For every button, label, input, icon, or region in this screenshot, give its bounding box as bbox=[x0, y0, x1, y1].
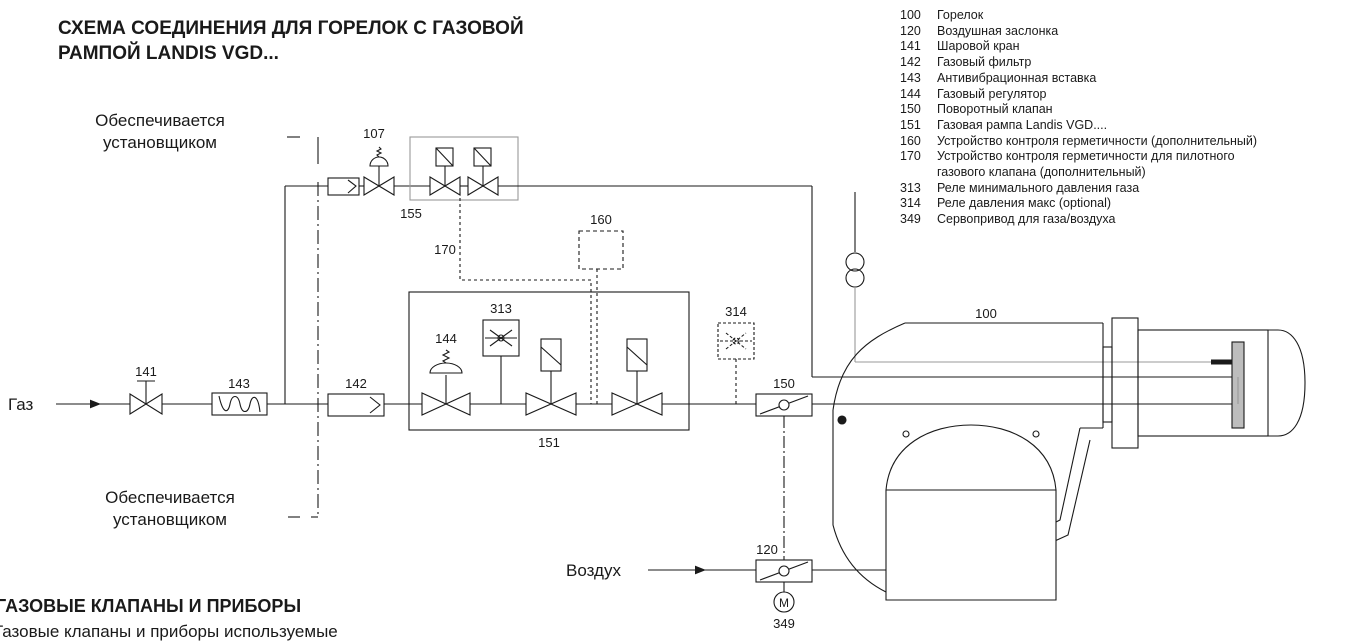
label-107: 107 bbox=[363, 126, 385, 141]
main-solenoid-valve-icon bbox=[525, 338, 577, 416]
legend-code: 349 bbox=[900, 212, 921, 227]
legend-row: 150 Поворотный клапан bbox=[900, 102, 1355, 118]
legend-row: 349 Сервопривод для газа/воздуха bbox=[900, 212, 1355, 228]
label-150: 150 bbox=[773, 376, 795, 391]
installer-note-top-line-2: установщиком bbox=[103, 133, 217, 152]
legend-code: 142 bbox=[900, 55, 921, 70]
legend-label: Шаровой кран bbox=[937, 39, 1020, 54]
legend-row: 141 Шаровой кран bbox=[900, 39, 1355, 55]
butterfly-valve-150-icon bbox=[755, 393, 813, 417]
title-line-1: СХЕМА СОЕДИНЕНИЯ ДЛЯ ГОРЕЛОК С ГАЗОВОЙ bbox=[58, 18, 524, 39]
gas-train-151-box bbox=[408, 291, 690, 431]
legend-row: 314 Реле давления макс (optional) bbox=[900, 196, 1355, 212]
label-170: 170 bbox=[434, 242, 456, 257]
pilot-filter-icon bbox=[327, 177, 360, 196]
pilot-solenoid-valve-icon bbox=[429, 147, 461, 196]
legend-row: 160 Устройство контроля герметичности (до… bbox=[900, 134, 1355, 150]
legend-row: 151 Газовая рампа Landis VGD.... bbox=[900, 118, 1355, 134]
motor-label: M bbox=[779, 596, 789, 610]
legend-row: 143 Антивибрационная вставка bbox=[900, 71, 1355, 87]
legend-code: 151 bbox=[900, 117, 921, 132]
max-pressure-switch-314-icon bbox=[717, 322, 755, 360]
legend-row: 144 Газовый регулятор bbox=[900, 87, 1355, 103]
air-damper-120-icon bbox=[755, 559, 813, 583]
title-line-2: РАМПОЙ LANDIS VGD... bbox=[58, 43, 279, 64]
label-144: 144 bbox=[435, 331, 457, 346]
installer-note-bottom-line-2: установщиком bbox=[113, 510, 227, 529]
legend-row: 313 Реле минимального давления газа bbox=[900, 181, 1355, 197]
installer-note-top: Обеспечивается установщиком bbox=[50, 110, 270, 154]
leak-test-170-line bbox=[459, 192, 592, 404]
legend-row: 142 Газовый фильтр bbox=[900, 55, 1355, 71]
leak-tester-160-icon bbox=[578, 230, 624, 270]
legend-label: Устройство контроля герметичности (допол… bbox=[937, 133, 1258, 148]
servo-motor-349-icon bbox=[773, 591, 795, 613]
legend-label: Устройство контроля герметичности для пи… bbox=[937, 149, 1235, 164]
anti-vibration-joint-143-icon bbox=[211, 392, 268, 416]
label-120: 120 bbox=[756, 542, 778, 557]
gas-regulator-144-icon bbox=[421, 349, 471, 416]
component-legend: 100 Горелок 120 Воздушная заслонка 141 Шаро… bbox=[900, 8, 1355, 228]
pilot-solenoid-valve-icon bbox=[467, 147, 499, 196]
ball-valve-141-icon bbox=[129, 380, 163, 415]
legend-row: 170 Устройство контроля герметичности для… bbox=[900, 149, 1355, 165]
label-151: 151 bbox=[538, 435, 560, 450]
section-text: Газовые клапаны и приборы используемые bbox=[0, 622, 338, 641]
installer-note-top-line-1: Обеспечивается bbox=[95, 111, 225, 130]
legend-label: Газовая рампа Landis VGD.... bbox=[937, 117, 1108, 132]
label-313: 313 bbox=[490, 301, 512, 316]
gas-inlet-label: Газ bbox=[8, 395, 34, 414]
installer-note-bottom: Обеспечивается установщиком bbox=[60, 487, 280, 531]
label-155: 155 bbox=[400, 206, 422, 221]
legend-code: 314 bbox=[900, 196, 921, 211]
legend-code: 144 bbox=[900, 86, 921, 101]
legend-row: газового клапана (дополнительный) bbox=[900, 165, 1355, 181]
legend-code: 100 bbox=[900, 8, 921, 22]
legend-code: 170 bbox=[900, 149, 921, 164]
legend-code: 313 bbox=[900, 180, 921, 195]
min-pressure-switch-313-icon bbox=[482, 319, 520, 357]
legend-row: 120 Воздушная заслонка bbox=[900, 24, 1355, 40]
diagram-title: СХЕМА СОЕДИНЕНИЯ ДЛЯ ГОРЕЛОК С ГАЗОВОЙ Р… bbox=[58, 16, 698, 66]
ignition-transformer-icon bbox=[845, 252, 865, 272]
pilot-valve-group-155 bbox=[409, 136, 519, 201]
section-title: ГАЗОВЫЕ КЛАПАНЫ И ПРИБОРЫ bbox=[0, 596, 302, 616]
legend-label: Сервопривод для газа/воздуха bbox=[937, 212, 1116, 227]
installer-note-bottom-line-1: Обеспечивается bbox=[105, 488, 235, 507]
legend-code: 143 bbox=[900, 70, 921, 85]
label-314: 314 bbox=[725, 304, 747, 319]
label-100: 100 bbox=[975, 306, 997, 321]
label-142: 142 bbox=[345, 376, 367, 391]
legend-label: Реле давления макс (optional) bbox=[937, 196, 1112, 211]
legend-label: Горелок bbox=[937, 8, 984, 22]
pilot-regulator-107-icon bbox=[363, 146, 395, 196]
label-349: 349 bbox=[773, 616, 795, 631]
legend-label: Воздушная заслонка bbox=[937, 23, 1059, 38]
legend-code: 150 bbox=[900, 102, 921, 117]
legend-code: 141 bbox=[900, 39, 921, 54]
legend-label: Газовый фильтр bbox=[937, 55, 1032, 70]
burner-100-icon bbox=[832, 317, 1306, 601]
legend-row: 100 Горелок bbox=[900, 8, 1355, 24]
legend-label: Антивибрационная вставка bbox=[937, 70, 1097, 85]
label-141: 141 bbox=[135, 364, 157, 379]
legend-label: Поворотный клапан bbox=[937, 102, 1053, 117]
main-solenoid-valve-icon bbox=[611, 338, 663, 416]
legend-label: Реле минимального давления газа bbox=[937, 180, 1140, 195]
air-inlet-label: Воздух bbox=[566, 561, 621, 580]
label-160: 160 bbox=[590, 212, 612, 227]
legend-label: газового клапана (дополнительный) bbox=[937, 165, 1146, 180]
legend-label: Газовый регулятор bbox=[937, 86, 1047, 101]
gas-filter-142-icon bbox=[327, 393, 385, 417]
legend-code: 120 bbox=[900, 23, 921, 38]
legend-code: 160 bbox=[900, 133, 921, 148]
label-143: 143 bbox=[228, 376, 250, 391]
